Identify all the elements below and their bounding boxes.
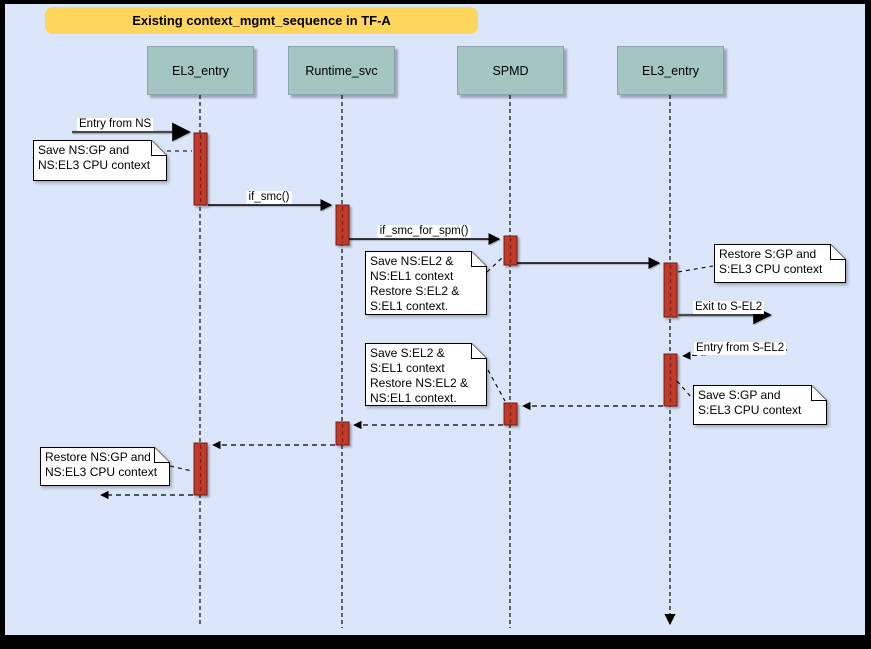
note-shape — [365, 343, 487, 406]
note-text: Save S:GP and S:EL3 CPU context — [698, 388, 802, 417]
actor-label: Runtime_svc — [305, 63, 378, 78]
note-restore-s-ctx: Restore S:GP and S:EL3 CPU context — [714, 244, 846, 283]
label-entry-from-ns: Entry from NS — [77, 118, 154, 131]
note-shape — [40, 447, 170, 486]
note-text: Restore NS:GP and NS:EL3 CPU context — [45, 450, 158, 479]
actor-label: EL3_entry — [172, 63, 229, 78]
note-shape — [365, 251, 487, 315]
note-text: Save NS:EL2 & NS:EL1 context Restore S:E… — [370, 254, 460, 313]
label-if-smc: if_smc() — [246, 191, 292, 204]
actor-runtime-svc: Runtime_svc — [288, 46, 395, 95]
diagram-canvas — [5, 4, 865, 635]
note-shape — [33, 140, 167, 181]
actor-el3-entry-1: EL3_entry — [147, 46, 254, 95]
note-save-s-ctx: Save S:GP and S:EL3 CPU context — [693, 385, 827, 425]
connector-note-save-s-ctx — [676, 380, 693, 399]
actor-label: EL3_entry — [642, 63, 699, 78]
note-restore-ns-ctx: Restore NS:GP and NS:EL3 CPU context — [40, 447, 170, 486]
connector-note-save-ns-el2 — [486, 256, 504, 273]
actor-spmd: SPMD — [457, 46, 564, 95]
connector-note-restore-s-ctx — [677, 265, 714, 273]
label-entry-from-sel2: Entry from S-EL2 — [694, 342, 787, 355]
note-save-s-el2: Save S:EL2 & S:EL1 context Restore NS:EL… — [365, 343, 487, 406]
connector-note-restore-ns-ctx — [169, 465, 193, 472]
note-text: Save NS:GP and NS:EL3 CPU context — [38, 143, 151, 172]
label-if-smc-for-spm: if_smc_for_spm() — [377, 225, 471, 238]
note-shape — [714, 244, 846, 283]
note-save-ns-ctx: Save NS:GP and NS:EL3 CPU context — [33, 140, 167, 181]
actor-label: SPMD — [492, 63, 529, 78]
activation-spmd-a — [503, 235, 518, 266]
actor-el3-entry-2: EL3_entry — [617, 46, 724, 95]
connector-note-save-s-el2 — [487, 369, 506, 402]
note-save-ns-el2: Save NS:EL2 & NS:EL1 context Restore S:E… — [365, 251, 487, 315]
note-text: Save S:EL2 & S:EL1 context Restore NS:EL… — [370, 346, 469, 405]
activation-el3-entry-1a — [193, 132, 208, 206]
label-exit-to-sel2: Exit to S-EL2 — [693, 301, 765, 314]
note-text: Restore S:GP and S:EL3 CPU context — [719, 247, 823, 276]
note-shape — [693, 385, 827, 425]
diagram-title: Existing context_mgmt_sequence in TF-A — [45, 7, 478, 34]
